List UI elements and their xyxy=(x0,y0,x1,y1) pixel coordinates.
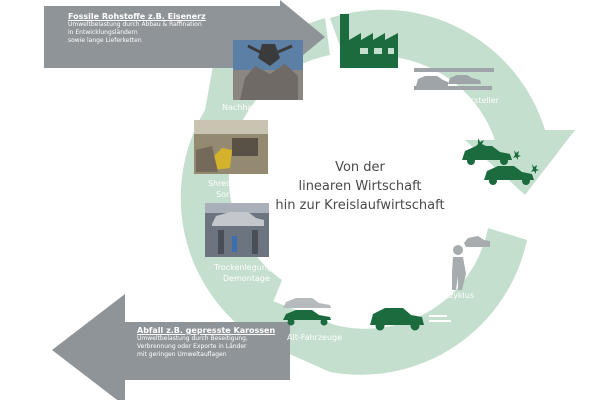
dismantling-photo xyxy=(205,203,269,257)
label-neu-fahrzeuge: Neu-Fahrzeuge xyxy=(475,191,536,200)
label-sortieren: Sortieren xyxy=(216,190,253,199)
center-title: Von der linearen Wirtschaft hin zur Krei… xyxy=(275,158,445,215)
person-with-car-icon xyxy=(452,236,490,290)
label-produktlebenszyklus: Produktlebenszyklus xyxy=(392,291,475,300)
output-box: Abfall z.B. gepresste Karossen Umweltbel… xyxy=(137,326,275,359)
output-box-line: mit geringen Umweltauflagen xyxy=(137,351,227,358)
input-box-line: in Entwicklungsländern xyxy=(68,29,138,36)
cycle-ring-left xyxy=(180,18,330,340)
cycle-ring-right xyxy=(258,228,527,375)
output-box-line: Umweltbelastung durch Beseitigung, xyxy=(137,335,248,342)
label-stahlwerk: Stahlwerk xyxy=(340,75,380,84)
output-box-line: Verbrennung oder Exporte in Länder xyxy=(137,343,247,350)
scrap-crane-photo xyxy=(233,40,303,100)
input-box-line: Umweltbelastung durch Abbau & Raffinatio… xyxy=(68,21,202,28)
center-title-line1: Von der xyxy=(335,160,385,175)
end-of-life-cars-icon xyxy=(283,298,331,326)
input-box-title: Fossile Rohstoffe z.B. Eisenerz xyxy=(68,12,206,21)
label-automobilhersteller: Automobilhersteller xyxy=(420,96,499,105)
input-box: Fossile Rohstoffe z.B. Eisenerz Umweltbe… xyxy=(68,12,206,45)
output-box-title: Abfall z.B. gepresste Karossen xyxy=(137,326,276,335)
used-car-icon xyxy=(370,308,451,331)
center-title-line2: linearen Wirtschaft xyxy=(298,179,422,194)
factory-icon xyxy=(340,14,398,68)
label-rohstoff: Nachhaltiger Rohstoff xyxy=(222,103,309,112)
label-shreddern: Shreddern & xyxy=(208,179,259,188)
output-arrow xyxy=(52,294,290,400)
center-disc xyxy=(268,104,452,288)
input-box-line: sowie lange Lieferketten xyxy=(68,37,142,44)
label-alt-fahrzeuge: Alt-Fahrzeuge xyxy=(287,333,343,342)
assembly-line-icon xyxy=(414,68,494,90)
center-title-line3: hin zur Kreislaufwirtschaft xyxy=(275,198,445,213)
shredder-photo xyxy=(194,120,268,174)
label-demontage: Demontage xyxy=(223,274,270,283)
label-trockenlegung: Trockenlegung & xyxy=(214,263,281,272)
new-cars-icon xyxy=(462,138,539,185)
